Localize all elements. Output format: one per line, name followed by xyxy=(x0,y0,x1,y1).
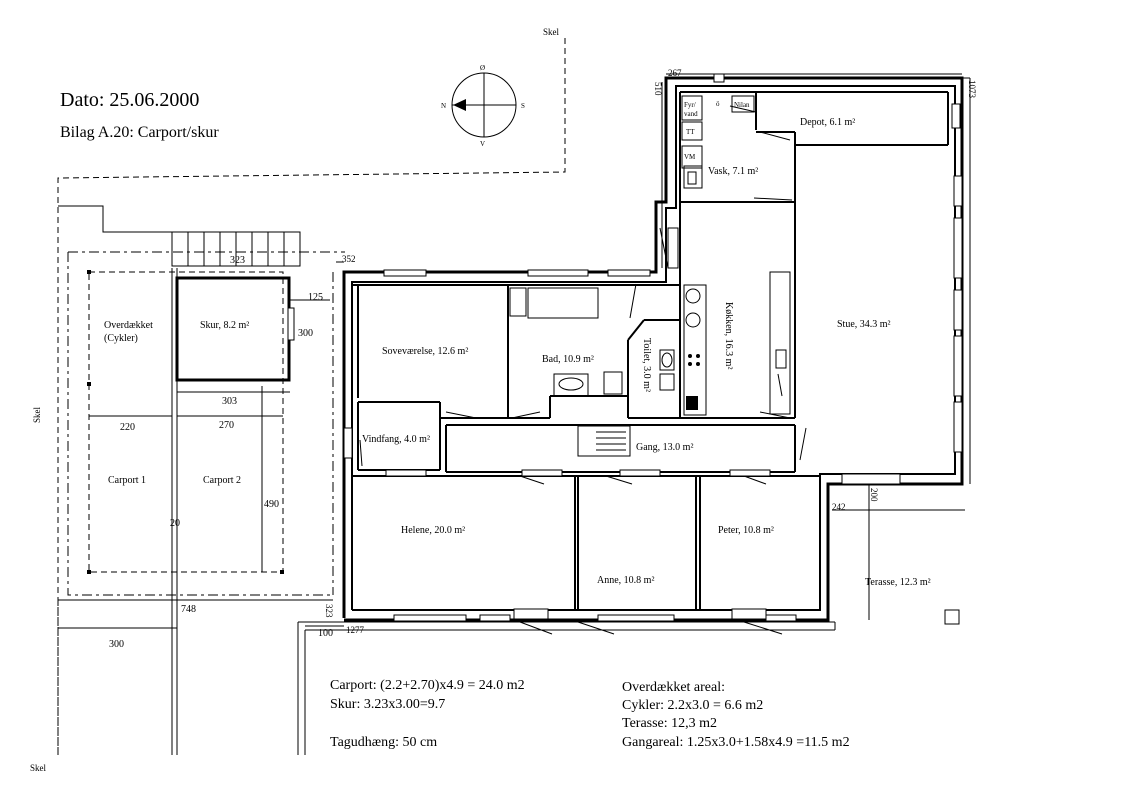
dim-267: 267 xyxy=(668,68,682,78)
room-overdaekket-line2: (Cykler) xyxy=(104,333,138,344)
room-overdaekket-line1: Overdækket xyxy=(104,320,153,331)
dim-125: 125 xyxy=(308,292,323,303)
note-overdaekket: Overdækket areal: xyxy=(622,680,725,695)
dim-323-house: 323 xyxy=(324,604,334,618)
dim-100: 100 xyxy=(318,628,333,639)
room-peter: Peter, 10.8 m² xyxy=(718,525,774,536)
dim-20: 20 xyxy=(170,518,180,529)
fixture-fyr-line2: vand xyxy=(684,110,698,118)
room-vindfang: Vindfang, 4.0 m² xyxy=(362,434,430,445)
dim-303: 303 xyxy=(222,396,237,407)
dim-748: 748 xyxy=(181,604,196,615)
room-gang: Gang, 13.0 m² xyxy=(636,442,693,453)
compass-icon: N S Ø V xyxy=(441,64,525,148)
compass-n: N xyxy=(441,102,446,110)
stairs xyxy=(171,231,301,267)
note-skur: Skur: 3.23x3.00=9.7 xyxy=(330,697,445,712)
skel-label-left: Skel xyxy=(32,407,42,424)
room-vask: Vask, 7.1 m² xyxy=(708,166,758,177)
room-carport-1: Carport 1 xyxy=(108,475,146,486)
dim-300-carport: 300 xyxy=(109,639,124,650)
room-carport-2: Carport 2 xyxy=(203,475,241,486)
compass-v: V xyxy=(480,140,485,148)
fixtures xyxy=(509,95,960,625)
note-cykler: Cykler: 2.2x3.0 = 6.6 m2 xyxy=(622,698,763,713)
fixture-ss: ö xyxy=(716,100,720,108)
room-terasse: Terasse, 12.3 m² xyxy=(865,577,931,588)
fixture-fyr-line1: Fyr/ xyxy=(684,101,696,109)
dim-300-shed: 300 xyxy=(298,328,313,339)
fixture-nilan: Nilan xyxy=(734,101,750,109)
plan-subtitle: Bilag A.20: Carport/skur xyxy=(60,124,219,141)
room-depot: Depot, 6.1 m² xyxy=(800,117,855,128)
dim-323: 323 xyxy=(230,255,245,266)
room-kokken: Køkken, 16.3 m² xyxy=(723,302,734,369)
dim-220: 220 xyxy=(120,422,135,433)
dim-270: 270 xyxy=(219,420,234,431)
dim-242: 242 xyxy=(832,502,846,512)
date-heading: Dato: 25.06.2000 xyxy=(60,89,199,111)
room-sovevaerelse: Soveværelse, 12.6 m² xyxy=(382,346,468,357)
room-bad: Bad, 10.9 m² xyxy=(542,354,594,365)
fixture-vm: VM xyxy=(684,153,696,161)
room-helene: Helene, 20.0 m² xyxy=(401,525,465,536)
room-anne: Anne, 10.8 m² xyxy=(597,575,654,586)
note-carport: Carport: (2.2+2.70)x4.9 = 24.0 m2 xyxy=(330,678,525,693)
note-terasse: Terasse: 12,3 m2 xyxy=(622,716,717,731)
dim-1277: 1277 xyxy=(346,625,365,635)
note-tagudhaeng: Tagudhæng: 50 cm xyxy=(330,735,437,750)
dim-352: 352 xyxy=(342,254,356,264)
property-boundary xyxy=(57,38,566,755)
skel-label-bottom: Skel xyxy=(30,763,47,773)
windows xyxy=(343,73,963,622)
fixture-tt: TT xyxy=(686,128,695,136)
dim-200: 200 xyxy=(869,488,879,502)
compass-o: Ø xyxy=(480,64,485,72)
doors xyxy=(359,105,807,635)
room-toilet: Toilet, 3.0 m² xyxy=(641,338,652,392)
dim-1073: 1073 xyxy=(967,80,977,99)
compass-s: S xyxy=(521,102,525,110)
note-gangareal: Gangareal: 1.25x3.0+1.58x4.9 =11.5 m2 xyxy=(622,735,850,750)
dim-490: 490 xyxy=(264,499,279,510)
skel-label-top: Skel xyxy=(543,27,560,37)
room-skur: Skur, 8.2 m² xyxy=(200,320,249,331)
room-stue: Stue, 34.3 m² xyxy=(837,319,891,330)
dim-510: 510 xyxy=(653,82,663,96)
